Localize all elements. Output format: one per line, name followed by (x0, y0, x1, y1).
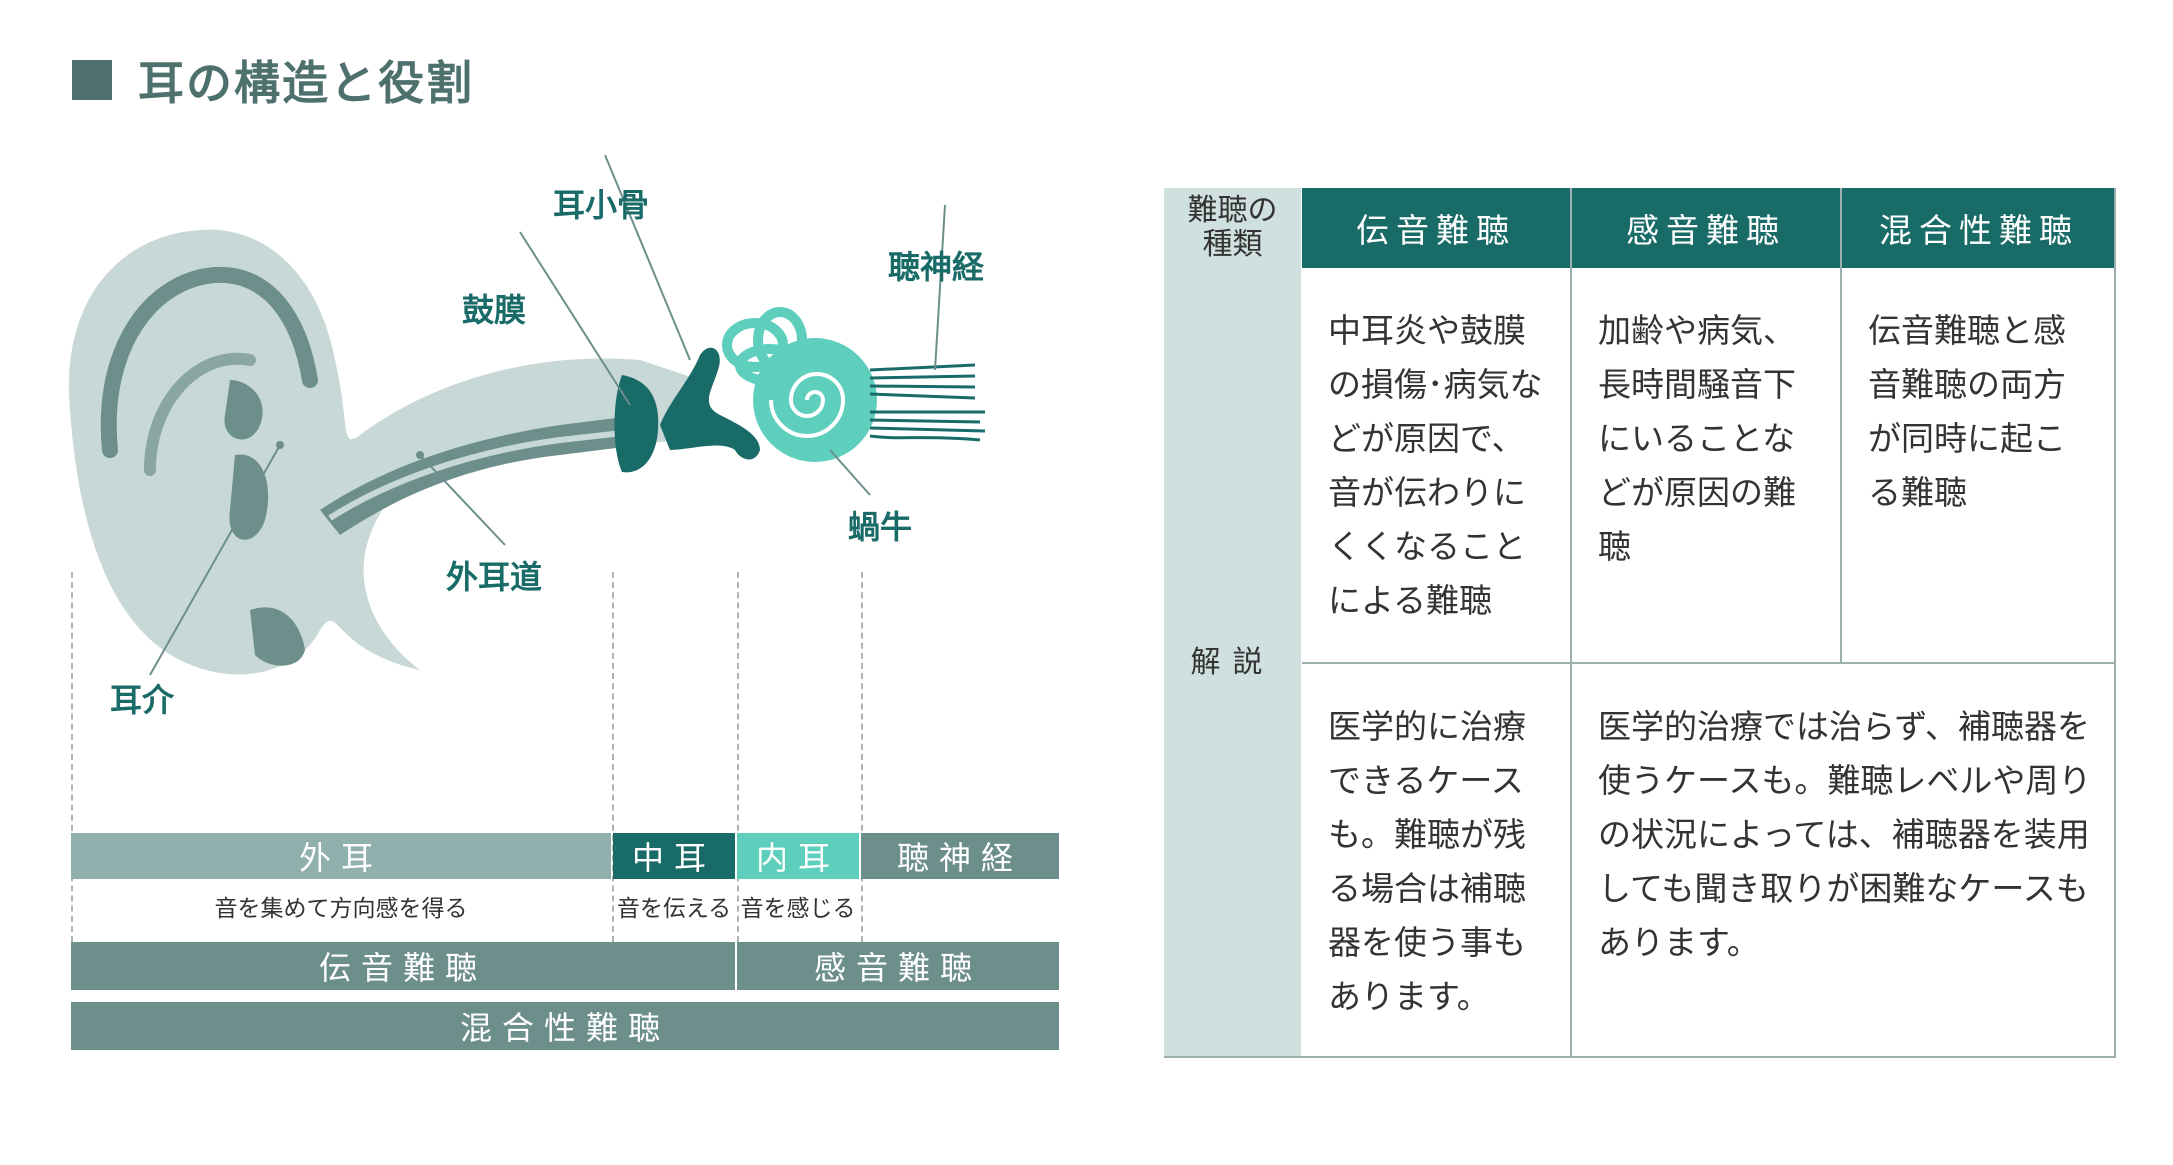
guide-line-outer (71, 572, 73, 942)
label-eardrum: 鼓膜 (462, 291, 527, 329)
table-grid-line (1302, 662, 2116, 664)
page-title: 耳の構造と役割 (138, 56, 474, 110)
cochlea-spiral (769, 372, 846, 438)
concha-shape (224, 380, 263, 440)
section-inner-ear: 内耳 (737, 833, 859, 879)
ear-canal-shape (320, 415, 640, 535)
helix-curve (100, 266, 318, 458)
lobe-shape (250, 607, 305, 666)
role-middle-ear: 音を伝える (616, 896, 732, 922)
label-cochlea: 蝸牛 (848, 508, 913, 546)
leader-lines (149, 154, 946, 676)
role-inner-ear: 音を感じる (740, 896, 856, 922)
ear-diagram: 耳小骨 鼓膜 聴神経 蝸牛 外耳道 耳介 (0, 150, 1100, 750)
cochlea-shape (753, 338, 877, 462)
heading-square-icon (72, 60, 112, 100)
guide-line-nerve (861, 572, 863, 942)
auricle-shape (68, 229, 701, 675)
table-grid-line (1840, 188, 1842, 662)
section-middle-ear: 中耳 (613, 833, 735, 879)
type-sensorineural-bar: 感音難聴 (737, 942, 1059, 990)
table-grid-line (1164, 1056, 2116, 1058)
type-mixed-bar: 混合性難聴 (71, 1002, 1059, 1050)
cell-mixed-description: 伝音難聴と感音難聴の両方が同時に起こる難聴 (1842, 268, 2116, 662)
cell-conductive-description: 中耳炎や鼓膜の損傷･病気などが原因で、音が伝わりにくくなることによる難聴 (1302, 268, 1570, 662)
antihelix-curve (144, 352, 256, 476)
ossicles-shape (660, 347, 760, 460)
page-heading: 耳の構造と役割 (72, 50, 474, 110)
header-mixed: 混合性難聴 (1842, 188, 2116, 268)
table-corner: 難聴の種類 (1164, 188, 1301, 268)
table-grid-line (2114, 188, 2116, 1058)
row-label-description: 解説 (1164, 268, 1301, 1058)
label-ear-canal: 外耳道 (446, 558, 543, 596)
guide-line-middle (612, 572, 614, 942)
role-outer-ear: 音を集めて方向感を得る (214, 896, 468, 922)
ear-illustration (68, 154, 986, 676)
header-sensorineural: 感音難聴 (1572, 188, 1840, 268)
hearing-loss-table: 難聴の種類 伝音難聴 感音難聴 混合性難聴 解説 中耳炎や鼓膜の損傷･病気などが… (1164, 188, 2116, 1058)
cell-sensorineural-treatment: 医学的治療では治らず、補聴器を使うケースも。難聴レベルや周りの状況によっては、補… (1572, 664, 2116, 1058)
ear-canal-inner (328, 428, 641, 521)
label-auditory-nerve: 聴神経 (888, 248, 985, 286)
section-auditory-nerve: 聴神経 (861, 833, 1059, 879)
auditory-nerve-shape (869, 363, 986, 442)
header-conductive: 伝音難聴 (1302, 188, 1570, 268)
cell-conductive-treatment: 医学的に治療できるケースも。難聴が残る場合は補聴器を使う事もあります。 (1302, 664, 1570, 1058)
label-auricle: 耳介 (110, 681, 175, 719)
guide-line-inner (737, 572, 739, 942)
label-ossicles: 耳小骨 (553, 186, 650, 224)
table-grid-line (1570, 188, 1572, 1058)
leader-dots (276, 441, 424, 459)
cell-sensorineural-description: 加齢や病気、長時間騒音下にいることなどが原因の難聴 (1572, 268, 1840, 662)
type-conductive-bar: 伝音難聴 (71, 942, 735, 990)
section-outer-ear: 外耳 (71, 833, 611, 879)
